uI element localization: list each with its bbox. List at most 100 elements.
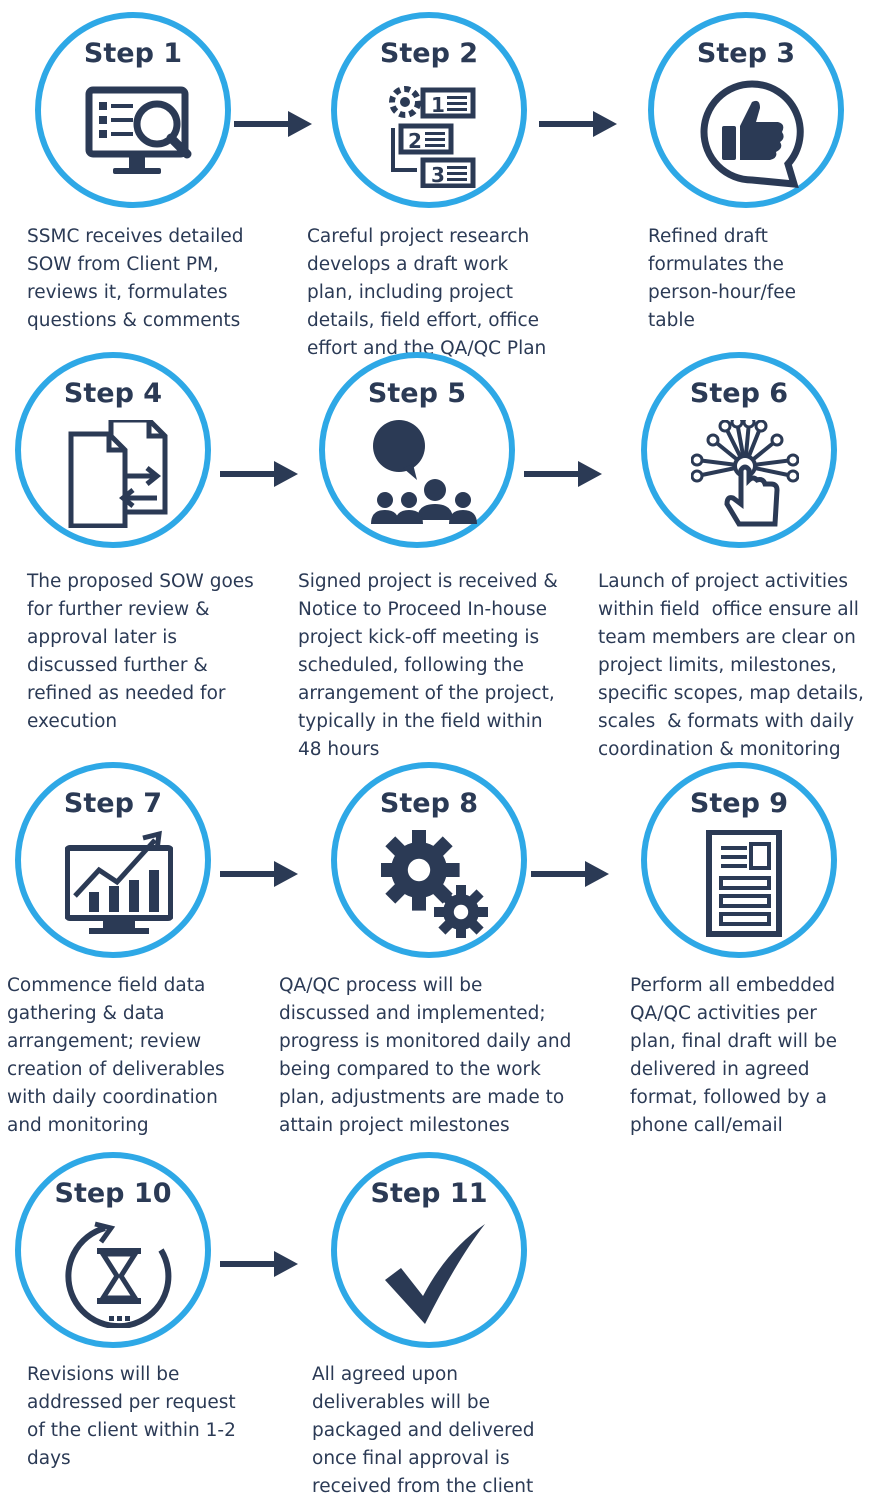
description-line: SOW from Client PM,	[27, 254, 219, 275]
svg-text:3: 3	[431, 163, 445, 187]
description-line: plan, final draft will be	[630, 1031, 838, 1052]
document-icon	[706, 830, 782, 937]
step-1-circle: Step 1	[35, 12, 231, 208]
meeting-icon	[371, 420, 477, 524]
step-6-title: Step 6	[689, 378, 789, 409]
flow-arrow-icon	[220, 461, 298, 487]
description-line: days	[27, 1448, 71, 1469]
description-line: discussed and implemented;	[279, 1003, 546, 1024]
step-4-circle: Step 4	[15, 352, 211, 548]
description-line: team members are clear on	[598, 627, 856, 648]
description-line: Notice to Proceed In-house	[298, 599, 547, 620]
step-7-title: Step 7	[63, 788, 163, 819]
step-9-circle: Step 9	[641, 762, 837, 958]
description-line: effort and the QA/QC Plan	[307, 338, 547, 359]
description-line: plan, including project	[307, 282, 514, 303]
checkmark-icon	[385, 1224, 485, 1324]
description-line: progress is monitored daily and	[279, 1031, 572, 1052]
description-line: specific scopes, map details,	[598, 683, 864, 704]
description-line: addressed per request	[27, 1392, 236, 1413]
step-5-circle: Step 5	[319, 352, 515, 548]
description-line: project limits, milestones,	[598, 655, 837, 676]
description-line: discussed further &	[27, 655, 208, 676]
description-line: plan, adjustments are made to	[279, 1087, 565, 1108]
description-line: table	[648, 310, 695, 331]
description-line: Refined draft	[648, 226, 768, 247]
svg-text:2: 2	[408, 129, 422, 153]
step-5-description: Signed project is received & Notice to Pr…	[298, 568, 558, 764]
description-line: execution	[27, 711, 118, 732]
description-line: Launch of project activities	[598, 571, 849, 592]
step-11-description: All agreed upon deliverables will be packa…	[312, 1361, 534, 1501]
description-line: typically in the field within	[298, 711, 543, 732]
description-line: QA/QC activities per	[630, 1003, 817, 1024]
step-11-circle: Step 11	[331, 1152, 527, 1348]
step-3-title: Step 3	[696, 38, 796, 69]
description-line: details, field effort, office	[307, 310, 540, 331]
description-line: scheduled, following the	[298, 655, 524, 676]
flow-arrow-icon	[220, 1251, 298, 1277]
description-line: All agreed upon	[312, 1364, 458, 1385]
step-8-description: QA/QC process will be discussed and imple…	[279, 972, 571, 1140]
description-line: packaged and delivered	[312, 1420, 535, 1441]
step-8-title: Step 8	[379, 788, 479, 819]
description-line: coordination & monitoring	[598, 739, 841, 760]
description-line: questions & comments	[27, 310, 241, 331]
description-line: reviews it, formulates	[27, 282, 228, 303]
description-line: and monitoring	[7, 1115, 149, 1136]
description-line: SSMC receives detailed	[27, 226, 244, 247]
description-line: develops a draft work	[307, 254, 509, 275]
step-10-title: Step 10	[54, 1178, 172, 1209]
description-line: being compared to the work	[279, 1059, 541, 1080]
step-3-description: Refined draft formulates the person-hour/f…	[648, 223, 796, 335]
description-line: of the client within 1-2	[27, 1420, 236, 1441]
description-line: refined as needed for	[27, 683, 226, 704]
gears-icon	[381, 830, 488, 938]
description-line: Revisions will be	[27, 1364, 180, 1385]
workflow-plan-icon: 123	[389, 86, 476, 188]
flow-arrow-icon	[234, 111, 312, 137]
description-line: person-hour/fee	[648, 282, 796, 303]
step-7-circle: Step 7	[15, 762, 211, 958]
screen-search-icon	[85, 86, 192, 174]
flow-arrow-icon	[524, 461, 602, 487]
description-line: scales & formats with daily	[598, 711, 855, 732]
step-1-title: Step 1	[83, 38, 183, 69]
flow-arrow-icon	[220, 861, 298, 887]
step-6-description: Launch of project activities within field…	[598, 568, 864, 764]
step-8-circle: Step 8	[331, 762, 527, 958]
description-line: Careful project research	[307, 226, 530, 247]
chart-monitor-icon	[65, 830, 173, 934]
description-line: within field office ensure all	[598, 599, 859, 620]
step-9-title: Step 9	[689, 788, 789, 819]
description-line: attain project milestones	[279, 1115, 510, 1136]
step-2-title: Step 2	[379, 38, 479, 69]
svg-text:1: 1	[431, 93, 445, 117]
description-line: Perform all embedded	[630, 975, 836, 996]
step-10-circle: Step 10	[15, 1152, 211, 1348]
description-line: creation of deliverables	[7, 1059, 225, 1080]
description-line: 48 hours	[298, 739, 380, 760]
description-line: once final approval is	[312, 1448, 510, 1469]
description-line: QA/QC process will be	[279, 975, 483, 996]
step-2-description: Careful project research develops a draft…	[307, 223, 546, 363]
description-line: approval later is	[27, 627, 178, 648]
description-line: arrangement; review	[7, 1031, 202, 1052]
step-11-title: Step 11	[370, 1178, 488, 1209]
hourglass-icon	[65, 1221, 172, 1328]
description-line: with daily coordination	[7, 1087, 218, 1108]
description-line: deliverables will be	[312, 1392, 491, 1413]
thumbs-up-icon	[700, 80, 804, 188]
launch-touch-icon	[691, 420, 799, 527]
step-4-title: Step 4	[63, 378, 163, 409]
description-line: formulates the	[648, 254, 784, 275]
description-line: Signed project is received &	[298, 571, 558, 592]
step-10-description: Revisions will be addressed per request of…	[27, 1361, 236, 1473]
description-line: gathering & data	[7, 1003, 165, 1024]
